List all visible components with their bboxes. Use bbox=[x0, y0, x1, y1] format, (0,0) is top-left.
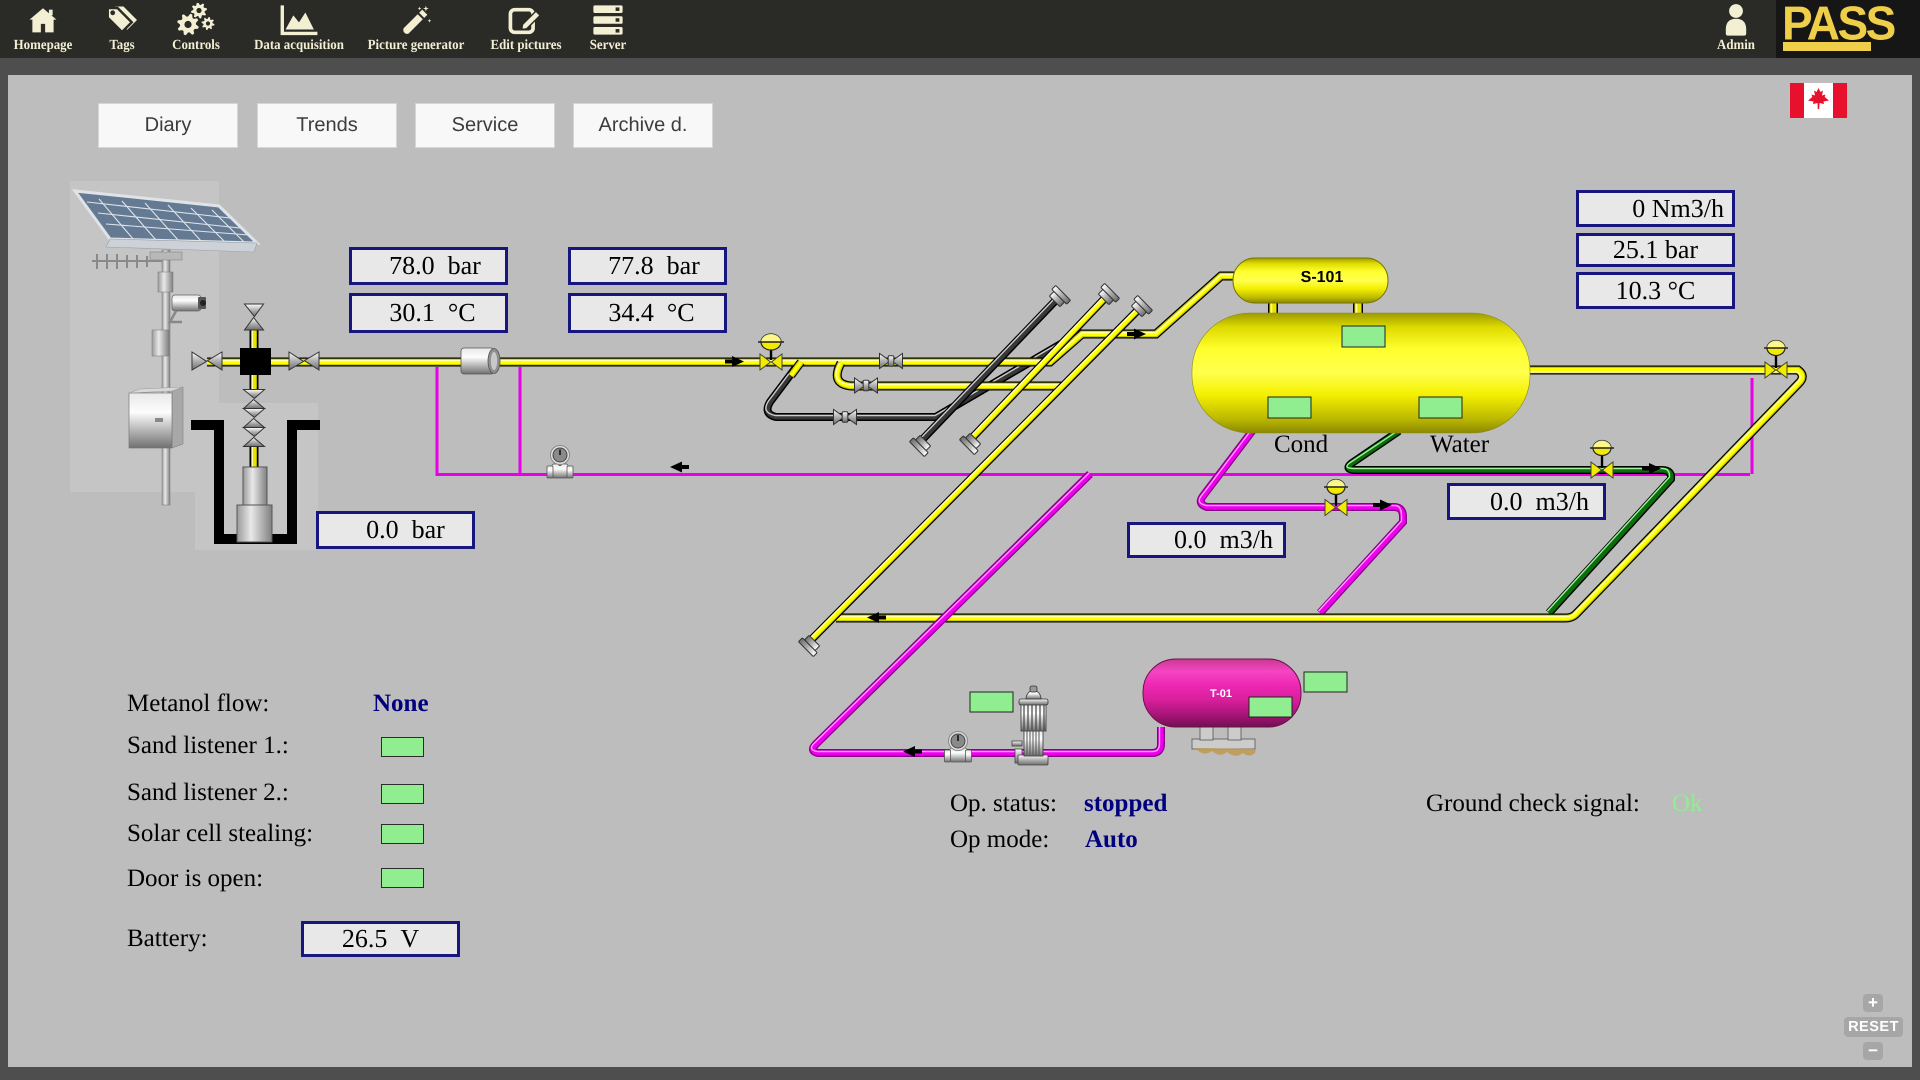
svg-text:T-01: T-01 bbox=[1210, 688, 1232, 700]
svg-text:S-101: S-101 bbox=[1301, 269, 1344, 286]
